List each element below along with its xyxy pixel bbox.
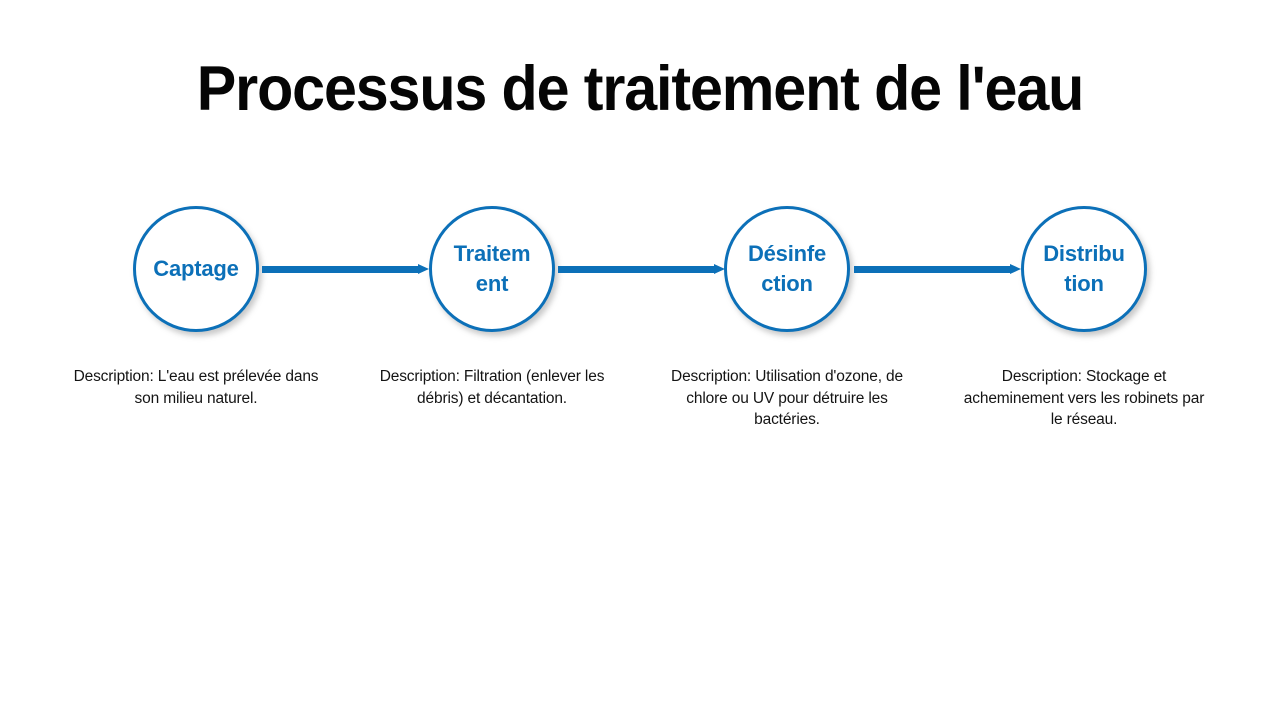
arrow-shaft	[854, 266, 1010, 273]
process-step-label-3: Désinfection	[747, 240, 827, 297]
arrow-shaft	[558, 266, 714, 273]
page-title: Processus de traitement de l'eau	[196, 54, 1085, 124]
arrow-right-icon-2	[558, 264, 725, 274]
arrow-head	[1010, 264, 1021, 274]
process-step-label-1: Captage	[153, 255, 239, 281]
process-step-description-4: Description: Stockage et acheminement ve…	[963, 368, 1205, 428]
process-step-node-4[interactable]: Distribution	[1021, 206, 1147, 332]
process-step-label-2: Traitement	[453, 240, 531, 297]
arrow-shaft	[262, 266, 418, 273]
arrow-head	[714, 264, 725, 274]
process-step-label-4: Distribution	[1043, 240, 1125, 297]
arrow-head	[418, 264, 429, 274]
process-step-node-2[interactable]: Traitement	[429, 206, 555, 332]
process-step-node-3[interactable]: Désinfection	[724, 206, 850, 332]
arrow-right-icon-3	[854, 264, 1021, 274]
arrow-right-icon-1	[262, 264, 429, 274]
process-step-description-3: Description: Utilisation d'ozone, de chl…	[671, 368, 903, 428]
process-step-node-1[interactable]: Captage	[133, 206, 259, 332]
process-step-description-1: Description: L'eau est prélevée dans son…	[73, 368, 319, 407]
process-step-description-2: Description: Filtration (enlever les déb…	[379, 368, 605, 407]
